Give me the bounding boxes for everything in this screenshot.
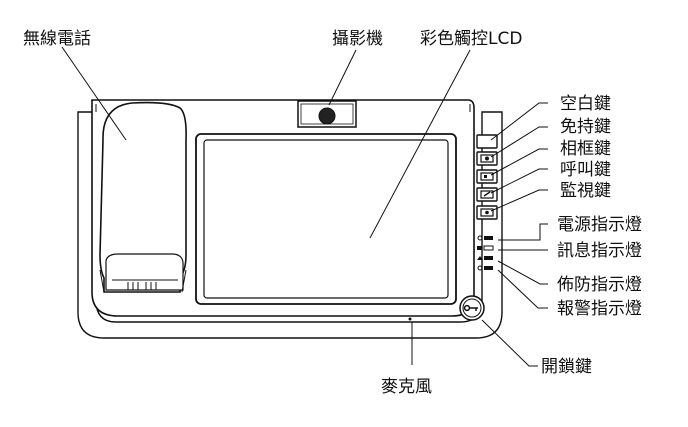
photo-frame-key[interactable] xyxy=(476,169,498,184)
call-key-label: 呼叫鍵 xyxy=(560,160,611,180)
indicator-leds xyxy=(477,235,494,271)
handset xyxy=(99,101,187,293)
monitor-key-label: 監視鍵 xyxy=(560,181,611,201)
message-led-icon xyxy=(477,245,494,251)
blank-key[interactable] xyxy=(476,134,498,149)
handsfree-key[interactable] xyxy=(476,151,498,166)
power-led-icon xyxy=(477,235,493,241)
leader-lines xyxy=(61,46,548,367)
photo-key-label: 相框鍵 xyxy=(560,139,611,159)
arm-led-label: 佈防指示燈 xyxy=(557,275,642,295)
key-icon xyxy=(463,304,478,312)
wireless-phone-label: 無線電話 xyxy=(23,29,91,49)
device-top-edge xyxy=(95,104,471,112)
handsfree-key-label: 免持鍵 xyxy=(560,117,611,137)
message-led-label: 訊息指示燈 xyxy=(557,241,642,261)
alarm-led-icon xyxy=(477,265,493,271)
arm-led-icon xyxy=(477,256,493,260)
monitor-key[interactable] xyxy=(476,205,498,220)
key-column xyxy=(476,134,498,220)
lcd-label: 彩色觸控LCD xyxy=(420,29,522,49)
camera-lens-icon xyxy=(318,107,336,125)
camera xyxy=(297,100,357,128)
microphone-label: 麥克風 xyxy=(381,377,432,397)
call-key[interactable] xyxy=(476,187,498,202)
unlock-key-label: 開鎖鍵 xyxy=(541,357,592,377)
power-led-label: 電源指示燈 xyxy=(557,215,642,235)
device-base xyxy=(77,111,503,339)
blank-key-label: 空白鍵 xyxy=(560,94,611,114)
microphone-hole xyxy=(408,317,412,321)
camera-label: 攝影機 xyxy=(332,29,383,49)
alarm-led-label: 報警指示燈 xyxy=(557,299,642,319)
unlock-key[interactable] xyxy=(459,295,485,321)
lcd-screen[interactable] xyxy=(195,133,457,305)
